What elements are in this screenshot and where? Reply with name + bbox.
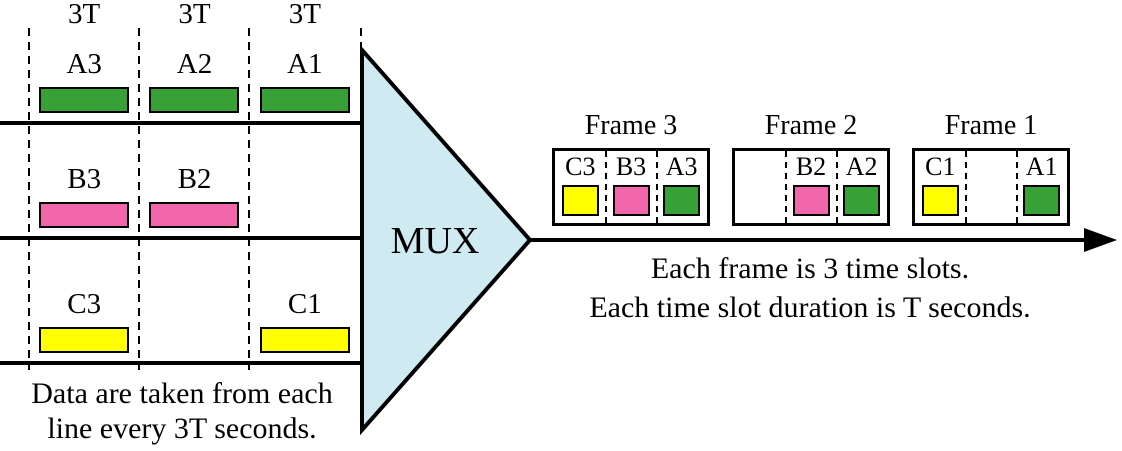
caption-line: Data are taken from each — [31, 377, 333, 410]
frame-slot: A1 — [1016, 151, 1067, 223]
data-chip — [843, 185, 881, 216]
slot-label: C3 — [67, 288, 102, 320]
time-slot: C3 — [29, 280, 139, 353]
interval-label: 3T — [68, 0, 101, 30]
frame-slot: A2 — [836, 151, 887, 223]
data-chip — [39, 202, 130, 228]
data-chip — [259, 327, 350, 353]
slot-label: A3 — [665, 152, 698, 181]
frame-slot: B2 — [786, 151, 837, 223]
time-slot-empty — [139, 280, 249, 353]
slot-label: C1 — [287, 288, 322, 320]
time-slot: A2 — [139, 40, 249, 113]
frame-title: Frame 2 — [764, 110, 858, 141]
output-frame-2: Frame 2 B2 A2 — [732, 108, 890, 226]
output-frame-3: Frame 3 C3 B3 A3 — [552, 108, 710, 226]
time-slot: A3 — [29, 40, 139, 113]
slot-label: B3 — [615, 152, 647, 181]
data-chip — [921, 185, 959, 216]
data-chip — [149, 202, 240, 228]
frame-box: C3 B3 A3 — [552, 148, 710, 226]
frame-slot-empty — [735, 151, 786, 223]
mux-label: MUX — [390, 220, 480, 262]
slot-label: A2 — [845, 152, 878, 181]
input-line-a-slots: A3 A2 A1 — [29, 40, 360, 113]
frame-title: Frame 3 — [584, 110, 678, 141]
frame-slot-divider — [605, 151, 607, 223]
slot-label: A1 — [287, 48, 323, 80]
slot-boundary-dashed-line — [28, 28, 30, 370]
frame-slot-divider — [656, 151, 658, 223]
input-line-c-slots: C3 C1 — [29, 280, 360, 353]
frame-slot: A3 — [656, 151, 707, 223]
frame-slot: C3 — [555, 151, 606, 223]
slot-label: A2 — [176, 48, 213, 80]
time-slot-empty — [250, 155, 360, 228]
data-chip — [561, 185, 599, 216]
time-slot: B2 — [139, 155, 249, 228]
slot-label: A1 — [1025, 152, 1058, 181]
data-chip — [39, 327, 130, 353]
slot-label: C1 — [925, 152, 956, 181]
input-line-b-slots: B3 B2 — [29, 155, 360, 228]
data-chip — [792, 185, 830, 216]
frame-slot-divider — [836, 151, 838, 223]
time-slot: C1 — [250, 280, 360, 353]
caption-line: Each frame is 3 time slots. — [650, 252, 970, 285]
caption-line: line every 3T seconds. — [47, 412, 317, 445]
data-chip — [259, 87, 350, 113]
interval-label: 3T — [178, 0, 211, 30]
slot-boundary-dashed-line — [138, 28, 140, 370]
frame-slot-divider — [965, 151, 967, 223]
interval-label: 3T — [288, 0, 321, 30]
slot-label: B2 — [795, 152, 827, 181]
data-chip — [663, 185, 701, 216]
frame-slot-divider — [1016, 151, 1018, 223]
interval-labels-row: 3T 3T 3T — [29, 0, 360, 30]
data-chip — [612, 185, 650, 216]
frame-slot: B3 — [606, 151, 657, 223]
frame-box: C1 A1 — [912, 148, 1070, 226]
slot-boundary-dashed-line — [360, 28, 362, 52]
input-caption: Data are taken from each line every 3T s… — [4, 376, 360, 446]
output-arrowhead-icon — [1084, 228, 1117, 252]
slot-label: B3 — [67, 163, 102, 195]
frame-slot-divider — [785, 151, 787, 223]
slot-label: B2 — [177, 163, 212, 195]
time-slot: B3 — [29, 155, 139, 228]
output-caption: Each frame is 3 time slots. Each time sl… — [555, 249, 1065, 327]
frame-slot-empty — [966, 151, 1017, 223]
frame-title: Frame 1 — [944, 110, 1038, 141]
frame-slot: C1 — [915, 151, 966, 223]
slot-boundary-dashed-line — [248, 28, 250, 370]
slot-label: A3 — [66, 48, 102, 80]
frame-box: B2 A2 — [732, 148, 890, 226]
caption-line: Each time slot duration is T seconds. — [589, 291, 1031, 324]
output-frame-1: Frame 1 C1 A1 — [912, 108, 1070, 226]
data-chip — [1023, 185, 1061, 216]
data-chip — [149, 87, 240, 113]
slot-label: C3 — [565, 152, 596, 181]
time-slot: A1 — [250, 40, 360, 113]
data-chip — [39, 87, 130, 113]
